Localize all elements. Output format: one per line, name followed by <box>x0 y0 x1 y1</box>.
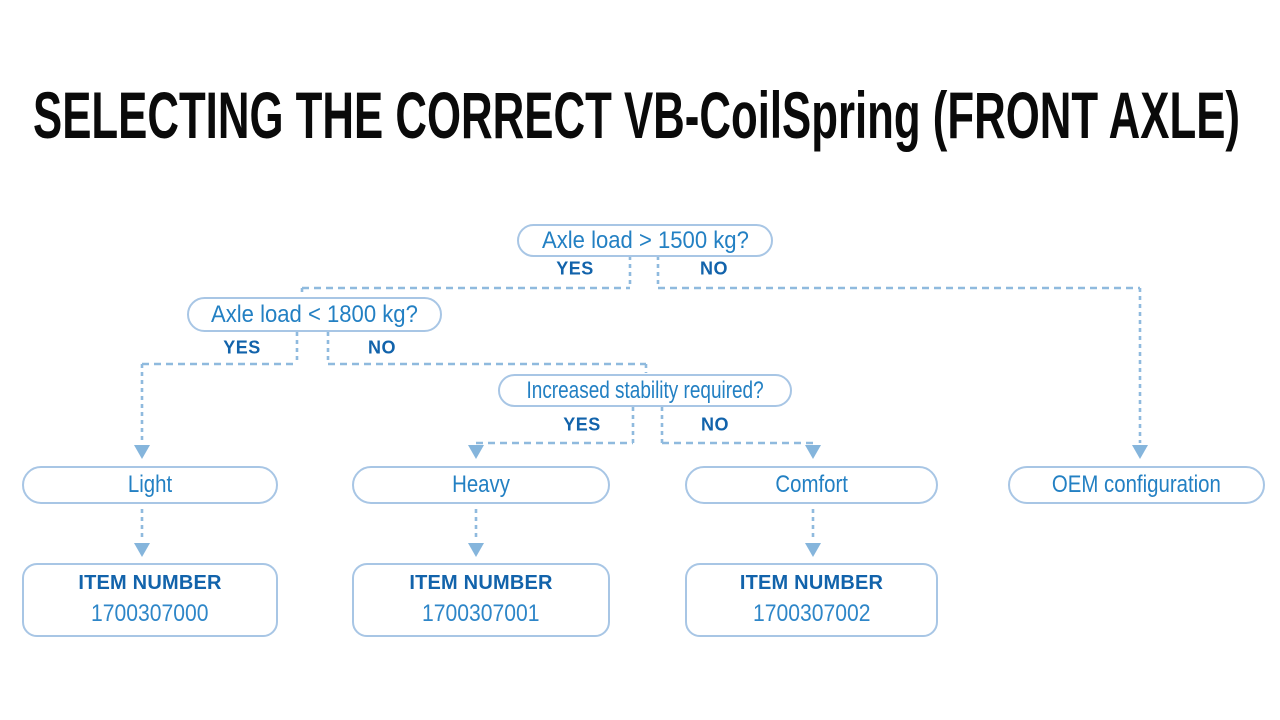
decision-axle-load-1800: Axle load < 1800 kg? <box>187 297 442 332</box>
edge-d1-yes-to-d2 <box>300 256 632 296</box>
item-card-comfort: ITEM NUMBER 1700307002 <box>685 563 938 637</box>
edge-d2-yes-to-light <box>134 332 299 459</box>
item-card-comfort-number: 1700307002 <box>752 600 871 627</box>
result-oem-configuration-text: OEM configuration <box>1052 471 1221 498</box>
result-comfort: Comfort <box>685 466 938 504</box>
item-card-heavy-number: 1700307001 <box>422 600 540 627</box>
edge-d3-no-to-comfort <box>660 407 821 459</box>
edge-d3-yes-to-heavy <box>468 407 635 459</box>
d2-yes-label: YES <box>223 337 261 358</box>
edge-d2-no-to-d3 <box>326 332 648 373</box>
result-oem-configuration: OEM configuration <box>1008 466 1265 504</box>
d3-no-label: NO <box>701 414 729 435</box>
d1-no-label: NO <box>700 258 728 279</box>
item-card-light: ITEM NUMBER 1700307000 <box>22 563 278 637</box>
edge-heavy-to-item <box>468 509 484 557</box>
item-card-light-number: 1700307000 <box>91 600 209 627</box>
d3-yes-label: YES <box>563 414 601 435</box>
result-heavy: Heavy <box>352 466 610 504</box>
decision-axle-load-1500: Axle load > 1500 kg? <box>517 224 773 257</box>
result-light: Light <box>22 466 278 504</box>
item-card-light-heading: ITEM NUMBER <box>78 572 222 594</box>
item-card-comfort-heading: ITEM NUMBER <box>739 572 884 594</box>
item-card-heavy: ITEM NUMBER 1700307001 <box>352 563 610 637</box>
result-heavy-text: Heavy <box>452 471 510 498</box>
item-card-heavy-heading: ITEM NUMBER <box>409 572 553 594</box>
decision-axle-load-1500-text: Axle load > 1500 kg? <box>541 226 749 254</box>
d2-no-label: NO <box>368 337 396 358</box>
result-light-text: Light <box>127 471 173 498</box>
decision-axle-load-1800-text: Axle load < 1800 kg? <box>211 300 418 328</box>
edge-d1-no-to-oem <box>656 256 1148 459</box>
edge-light-to-item <box>134 509 150 557</box>
decision-increased-stability-text: Increased stability required? <box>526 376 764 404</box>
d1-yes-label: YES <box>556 258 594 279</box>
edge-comfort-to-item <box>805 509 821 557</box>
decision-increased-stability: Increased stability required? <box>498 374 792 407</box>
result-comfort-text: Comfort <box>775 471 848 498</box>
